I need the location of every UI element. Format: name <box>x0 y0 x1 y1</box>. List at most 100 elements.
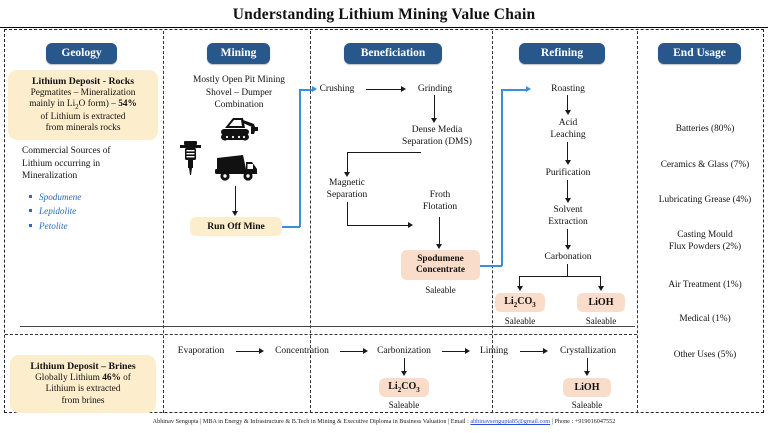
node-evaporation: Evaporation <box>177 346 225 356</box>
usage-label-line2: Flux Powders (2%) <box>668 241 742 252</box>
usage-item-other-uses: Other Uses (5%) <box>641 350 768 362</box>
arrowhead-down <box>516 286 523 291</box>
solvent-line1: Solvent <box>553 205 583 215</box>
arrowhead-down <box>344 172 351 177</box>
li2co3-box-refining: Li2CO3 <box>495 293 545 312</box>
connector-arrowhead-crushing <box>312 86 317 92</box>
sources-heading-line2: Lithium occurring in <box>22 158 101 169</box>
arrow-crystallization-to-lioh <box>587 358 589 373</box>
li2co3-saleable-label-brines: Saleable <box>388 400 420 410</box>
commercial-sources-heading: Commercial Sources of Lithium occurring … <box>22 145 162 183</box>
arrow-grinding-to-dms <box>434 95 436 120</box>
arrow-carbonation-stem <box>567 264 569 277</box>
arrowhead-right <box>259 348 264 354</box>
deposit-rocks-line4: from minerals rocks <box>45 122 121 133</box>
spodumene-line1: Spodumene <box>417 254 464 265</box>
sources-heading-line3: Mineralization <box>22 171 78 181</box>
column-header-end-usage[interactable]: End Usage <box>658 43 741 64</box>
arrow-magnetic-to-froth-v <box>347 202 349 226</box>
column-header-mining[interactable]: Mining <box>207 43 270 64</box>
diagram-frame <box>4 29 764 413</box>
arrowhead-down <box>584 371 590 376</box>
usage-item-medical: Medical (1%) <box>641 314 768 326</box>
arrow-carbonation-split <box>519 276 601 278</box>
arrowhead-down <box>597 286 604 291</box>
node-grinding: Grinding <box>417 84 453 94</box>
node-magnetic-separation: Magnetic Separation <box>313 178 381 201</box>
arrowhead-down <box>431 118 437 123</box>
list-item: Lepidolite <box>28 204 148 218</box>
connector-spodumene-to-roasting-h2 <box>501 89 527 91</box>
arrow-concentration-to-carbonization <box>340 351 365 353</box>
node-purification: Purification <box>545 168 591 178</box>
brines-divider-solid <box>20 326 635 327</box>
footer-email-link[interactable]: abhinavsengupta85@gmail.com <box>470 418 551 425</box>
node-carbonation: Carbonation <box>544 252 592 262</box>
mining-note-line3: Combination <box>214 100 264 110</box>
solvent-line2: Extraction <box>548 216 588 227</box>
lioh-box-refining: LiOH <box>577 293 625 312</box>
footer-credit: Abhinav Sengupta | MBA in Energy & Infra… <box>0 418 768 425</box>
arrow-carbonization-to-liming <box>442 351 467 353</box>
run-off-mine-box: Run Off Mine <box>190 217 282 236</box>
node-liming: Liming <box>480 346 508 356</box>
arrowhead-right <box>543 348 548 354</box>
arrow-liming-to-crystallization <box>520 351 545 353</box>
node-acid-leaching: Acid Leaching <box>532 118 604 141</box>
usage-label: Lubricating Grease (4%) <box>658 195 752 205</box>
usage-label: Casting Mould <box>677 230 733 240</box>
arrowhead-down <box>564 198 571 203</box>
spodumene-concentrate-box: Spodumene Concentrate <box>401 250 480 280</box>
lioh-formula-brines: LiOH <box>574 381 600 393</box>
arrowhead-right <box>363 348 368 354</box>
node-solvent-extraction: Solvent Extraction <box>532 205 604 228</box>
arrow-mining-to-runoff <box>235 186 237 213</box>
deposit-brines-line1: Globally Lithium 46% of <box>35 372 131 383</box>
column-header-geology[interactable]: Geology <box>46 43 117 64</box>
mining-note: Mostly Open Pit Mining Shovel – Dumper C… <box>170 74 308 112</box>
node-roasting: Roasting <box>551 84 585 94</box>
magnetic-line1: Magnetic <box>329 178 365 188</box>
arrow-carbonization-to-li2co3 <box>404 358 406 373</box>
connector-spodumene-to-roasting-v <box>501 89 503 266</box>
sources-heading-line1: Commercial Sources of <box>22 146 111 156</box>
usage-item-ceramics-glass: Ceramics & Glass (7%) <box>641 160 768 172</box>
usage-item-casting-mould: Casting Mould Flux Powders (2%) <box>641 230 768 253</box>
jackhammer-icon <box>178 140 204 181</box>
arrow-to-lioh <box>600 276 602 288</box>
deposit-rocks-line1: Pegmatites – Mineralization <box>30 87 136 98</box>
column-header-beneficiation[interactable]: Beneficiation <box>344 43 442 64</box>
dms-line2: Separation (DMS) <box>402 136 472 147</box>
mining-note-line1: Mostly Open Pit Mining <box>193 75 285 85</box>
column-header-refining[interactable]: Refining <box>519 43 605 64</box>
arrow-dms-to-magnetic-v <box>347 152 349 174</box>
arrow-froth-to-spodumene <box>439 217 441 246</box>
list-item: Petolite <box>28 219 148 233</box>
node-dense-media-separation: Dense Media Separation (DMS) <box>393 125 481 148</box>
deposit-rocks-title: Lithium Deposit - Rocks <box>31 76 135 87</box>
connector-runoff-to-crushing-v <box>299 89 301 227</box>
usage-label: Medical (1%) <box>679 314 731 324</box>
arrowhead-down <box>436 244 442 249</box>
node-carbonization: Carbonization <box>377 346 431 356</box>
node-froth-flotation: Froth Flotation <box>411 190 469 213</box>
arrowhead-down <box>564 245 571 250</box>
li2co3-box-brines: Li2CO3 <box>379 378 429 397</box>
connector-runoff-to-crushing-h1 <box>282 226 300 228</box>
arrow-solvent-to-carbonation <box>567 229 569 247</box>
arrow-roasting-to-acid <box>567 95 569 112</box>
title-rule <box>0 27 768 28</box>
lioh-saleable-label-refining: Saleable <box>585 316 617 326</box>
arrowhead-right <box>401 86 406 92</box>
acid-line2: Leaching <box>550 129 586 140</box>
column-divider-3 <box>492 31 493 413</box>
usage-label: Other Uses (5%) <box>673 350 737 360</box>
deposit-brines-line3: from brines <box>61 395 105 406</box>
lioh-formula: LiOH <box>588 296 614 308</box>
usage-item-batteries: Batteries (80%) <box>641 124 768 136</box>
arrow-to-li2co3 <box>519 276 521 288</box>
connector-runoff-to-crushing-h2 <box>299 89 313 91</box>
arrow-evaporation-to-concentration <box>236 351 261 353</box>
connector-arrowhead-roasting <box>526 86 531 92</box>
